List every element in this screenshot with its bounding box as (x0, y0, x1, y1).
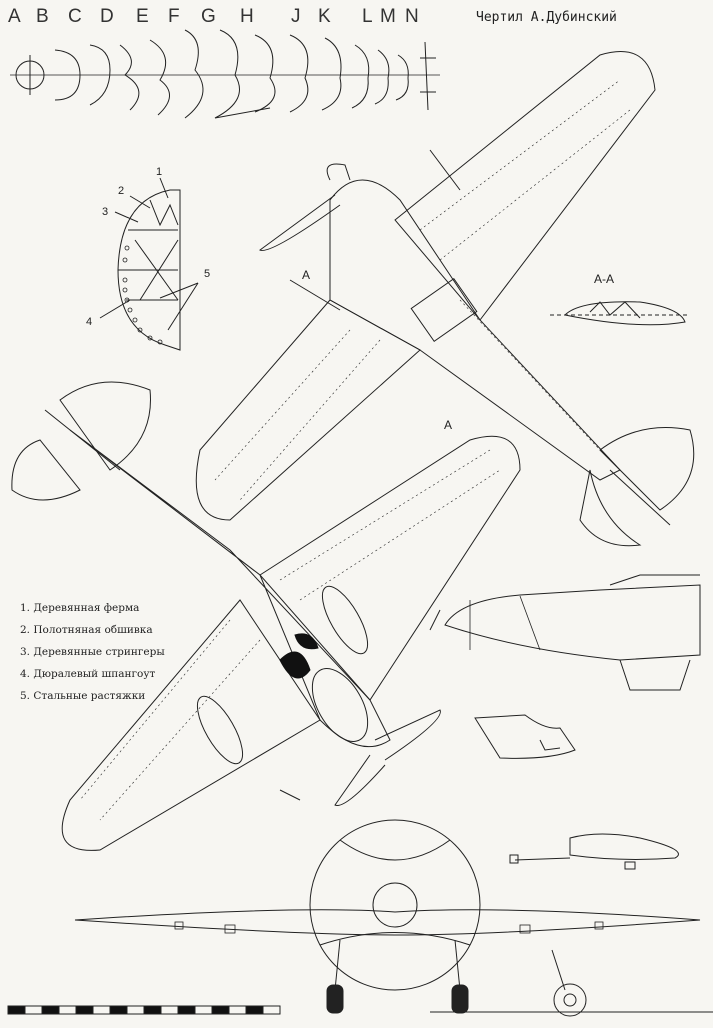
wing-structure-section (99, 177, 199, 351)
section-letter-d: D (100, 6, 114, 27)
callout-1: 1 (156, 166, 163, 178)
callout-5: 5 (204, 268, 211, 280)
section-letter-f: F (168, 6, 180, 27)
plan-view-bottom (11, 381, 521, 851)
section-letter-c: C (68, 6, 82, 27)
section-letter-n: N (405, 6, 419, 27)
scale-bar (7, 1005, 281, 1015)
section-letter-a: A (8, 6, 21, 27)
section-letter-row: A B C D E F G H J K L M N (8, 6, 428, 32)
callout-4: 4 (86, 316, 93, 328)
section-letter-h: H (240, 6, 254, 27)
legend-item: 2. Полотняная обшивка (20, 624, 153, 636)
section-letter-b: B (36, 6, 49, 27)
section-a-a-profile (550, 301, 690, 326)
section-letter-j: J (291, 6, 301, 27)
section-letter-e: E (136, 6, 149, 27)
legend-item: 4. Дюралевый шпангоут (20, 668, 156, 680)
plan-view-top (195, 51, 695, 547)
fuselage-sections (10, 29, 440, 119)
front-view (74, 819, 713, 1017)
author-credit: Чертил А.Дубинский (476, 10, 617, 25)
nose-side-profile (444, 574, 701, 691)
legend: 1. Деревянная ферма 2. Полотняная обшивк… (20, 597, 250, 707)
underside-markings (279, 633, 319, 679)
legend-item: 1. Деревянная ферма (20, 602, 140, 614)
section-letter-l: L (362, 6, 373, 27)
callout-2: 2 (118, 185, 125, 197)
detail-parts (474, 714, 679, 870)
section-letter-m: M (380, 6, 396, 27)
section-view-label: А-А (594, 272, 615, 286)
cut-marker-top: А (302, 268, 311, 282)
legend-item: 5. Стальные растяжки (20, 690, 146, 702)
section-letter-g: G (201, 6, 216, 27)
callout-3: 3 (102, 206, 109, 218)
legend-item: 3. Деревянные стрингеры (20, 646, 165, 658)
section-letter-k: K (318, 6, 331, 27)
cut-marker-bottom: А (444, 418, 453, 432)
